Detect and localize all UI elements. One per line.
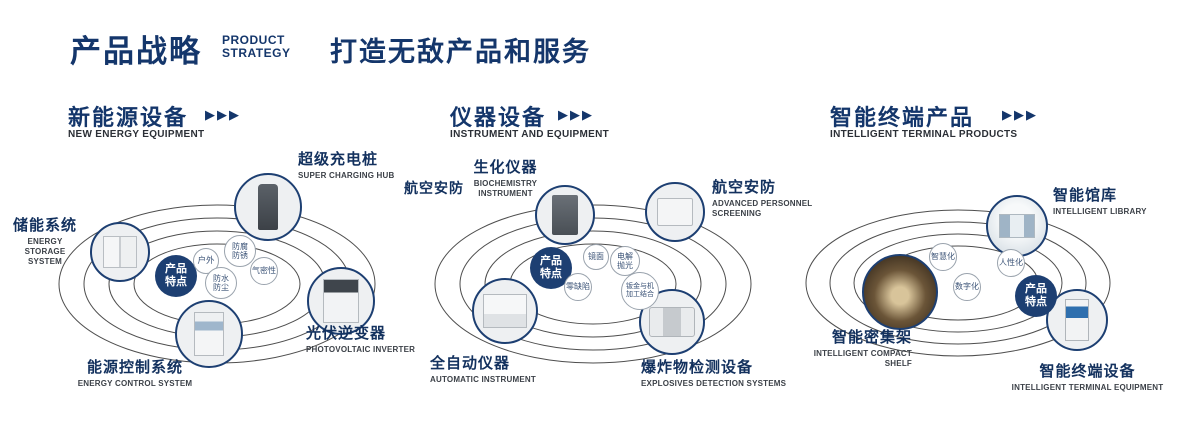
label-terminal-equipment: 智能终端设备 INTELLIGENT TERMINAL EQUIPMENT bbox=[1005, 360, 1170, 393]
photo-energy-control bbox=[175, 300, 243, 368]
brand-title: 产品战略 bbox=[70, 34, 202, 69]
label-compact-shelf-cn: 智能密集架 bbox=[831, 329, 912, 346]
label-photovoltaic-inverter: 光伏逆变器 PHOTOVOLTAIC INVERTER bbox=[306, 322, 436, 355]
scanner-graphic bbox=[649, 307, 695, 337]
slogan: 打造无敌产品和服务 bbox=[330, 37, 591, 67]
label-personnel-screening-cn: 航空安防 bbox=[712, 179, 777, 196]
label-compact-shelf-en: INTELLIGENT COMPACT SHELF bbox=[813, 349, 912, 368]
photo-compact-shelf bbox=[862, 254, 938, 330]
label-energy-storage-en: ENERGY STORAGE SYSTEM bbox=[24, 237, 66, 266]
label-explosives-detection-cn: 爆炸物检测设备 bbox=[641, 359, 754, 376]
photo-biochemistry-instrument bbox=[535, 185, 595, 245]
label-personnel-screening-en: ADVANCED PERSONNEL SCREENING bbox=[712, 199, 813, 218]
orbit-rings-terminal bbox=[805, 209, 1111, 357]
feature-bubble-anticorrosion: 防腐防锈 bbox=[224, 235, 256, 267]
feature-bubble-polish: 电解抛光 bbox=[610, 246, 640, 276]
feature-bubble-mirror: 镜面 bbox=[583, 244, 609, 270]
label-intelligent-library-en: INTELLIGENT LIBRARY bbox=[1053, 207, 1147, 216]
label-intelligent-library-cn: 智能馆库 bbox=[1053, 187, 1118, 204]
photo-automatic-instrument bbox=[472, 278, 538, 344]
feature-bubble-smart: 智慧化 bbox=[929, 243, 957, 271]
section-title-new-energy: 新能源设备 bbox=[68, 105, 189, 130]
label-terminal-equipment-cn: 智能终端设备 bbox=[1039, 363, 1136, 380]
library-shelves-graphic bbox=[999, 214, 1035, 238]
analyzer-graphic bbox=[482, 293, 528, 329]
inverter-cabinet-graphic bbox=[323, 279, 359, 323]
label-energy-control: 能源控制系统 ENERGY CONTROL SYSTEM bbox=[55, 356, 215, 389]
aviation-security-label: 航空安防 bbox=[404, 180, 464, 196]
label-automatic-instrument-cn: 全自动仪器 bbox=[430, 355, 511, 372]
brand-subtitle: PRODUCT STRATEGY bbox=[222, 34, 290, 60]
label-photovoltaic-inverter-cn: 光伏逆变器 bbox=[306, 325, 387, 342]
brand-subtitle-line2: STRATEGY bbox=[222, 46, 291, 60]
product-features-badge-terminal: 产品特点 bbox=[1015, 275, 1057, 317]
label-super-charging-hub: 超级充电桩 SUPER CHARGING HUB bbox=[298, 148, 428, 181]
label-energy-control-en: ENERGY CONTROL SYSTEM bbox=[77, 379, 193, 388]
orbit-rings-instrument bbox=[434, 204, 752, 364]
arrows-icon-new-energy: ▶▶▶ bbox=[205, 107, 241, 122]
label-biochemistry-cn: 生化仪器 bbox=[473, 159, 538, 176]
label-biochemistry-en: BIOCHEMISTRY INSTRUMENT bbox=[473, 179, 538, 198]
label-explosives-detection: 爆炸物检测设备 EXPLOSIVES DETECTION SYSTEMS bbox=[641, 356, 801, 389]
label-explosives-detection-en: EXPLOSIVES DETECTION SYSTEMS bbox=[641, 379, 787, 388]
label-intelligent-library: 智能馆库 INTELLIGENT LIBRARY bbox=[1053, 184, 1173, 217]
feature-bubble-zero-defect: 零缺陷 bbox=[564, 273, 592, 301]
label-automatic-instrument: 全自动仪器 AUTOMATIC INSTRUMENT bbox=[430, 352, 545, 385]
arrows-icon-terminal: ▶▶▶ bbox=[1002, 107, 1038, 122]
charging-pile-graphic bbox=[258, 183, 278, 231]
photo-photovoltaic-inverter bbox=[307, 267, 375, 335]
section-subtitle-terminal: INTELLIGENT TERMINAL PRODUCTS bbox=[830, 129, 1018, 140]
brand-subtitle-line1: PRODUCT bbox=[222, 33, 285, 47]
label-super-charging-hub-en: SUPER CHARGING HUB bbox=[298, 171, 395, 180]
photo-energy-storage bbox=[90, 222, 150, 282]
kiosk-graphic bbox=[1065, 299, 1089, 341]
section-title-terminal: 智能终端产品 bbox=[830, 105, 975, 130]
storage-cabinets-graphic bbox=[102, 235, 138, 269]
feature-bubble-digital: 数字化 bbox=[953, 273, 981, 301]
arrows-icon-instrument: ▶▶▶ bbox=[558, 107, 594, 122]
section-subtitle-instrument: INSTRUMENT AND EQUIPMENT bbox=[450, 129, 610, 140]
label-biochemistry: 生化仪器 BIOCHEMISTRY INSTRUMENT bbox=[458, 156, 553, 199]
feature-bubble-humanized: 人性化 bbox=[997, 249, 1025, 277]
section-subtitle-new-energy: NEW ENERGY EQUIPMENT bbox=[68, 129, 205, 140]
label-energy-control-cn: 能源控制系统 bbox=[86, 359, 183, 376]
label-energy-storage: 储能系统 ENERGY STORAGE SYSTEM bbox=[0, 214, 90, 267]
feature-bubble-sheetmetal: 钣金与机加工结合 bbox=[621, 272, 659, 310]
control-cabinet-graphic bbox=[193, 311, 225, 357]
product-features-badge-energy: 产品特点 bbox=[155, 255, 197, 297]
photo-intelligent-library bbox=[986, 195, 1048, 257]
screening-device-graphic bbox=[656, 198, 694, 226]
instrument-cabinet-graphic bbox=[552, 194, 578, 236]
label-automatic-instrument-en: AUTOMATIC INSTRUMENT bbox=[430, 375, 536, 384]
label-terminal-equipment-en: INTELLIGENT TERMINAL EQUIPMENT bbox=[1011, 383, 1164, 392]
photo-personnel-screening bbox=[645, 182, 705, 242]
label-super-charging-hub-cn: 超级充电桩 bbox=[298, 151, 379, 168]
label-personnel-screening: 航空安防 ADVANCED PERSONNEL SCREENING bbox=[712, 176, 827, 219]
label-energy-storage-cn: 储能系统 bbox=[12, 217, 77, 234]
feature-bubble-airtight: 气密性 bbox=[250, 257, 278, 285]
section-title-instrument: 仪器设备 bbox=[450, 105, 547, 130]
feature-bubble-waterproof: 防水防尘 bbox=[205, 267, 237, 299]
photo-super-charging-hub bbox=[234, 173, 302, 241]
label-photovoltaic-inverter-en: PHOTOVOLTAIC INVERTER bbox=[306, 345, 416, 354]
label-compact-shelf: 智能密集架 INTELLIGENT COMPACT SHELF bbox=[798, 326, 912, 369]
